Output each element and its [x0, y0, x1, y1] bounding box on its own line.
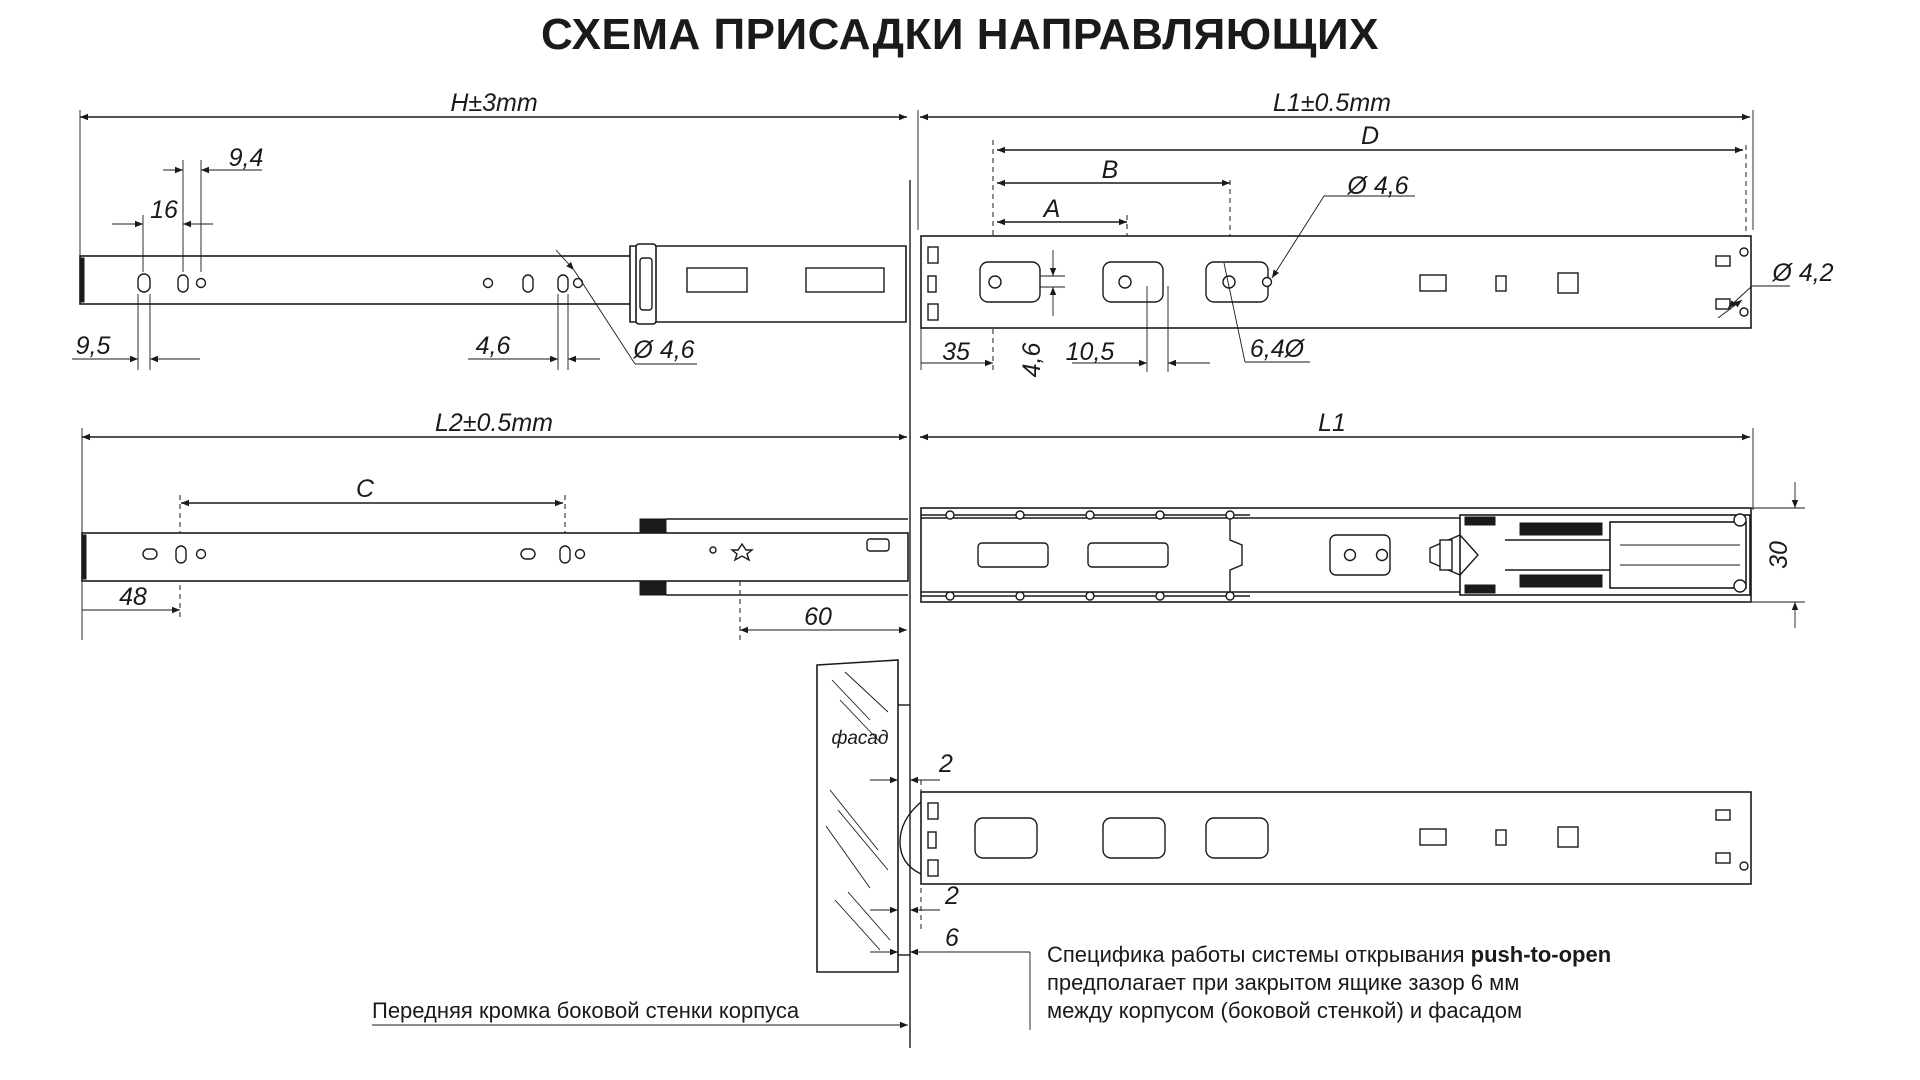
dim-a: A: [1042, 195, 1061, 223]
dim-c: C: [356, 475, 375, 503]
dim-b: B: [1102, 156, 1119, 184]
dim-9-5: 9,5: [76, 332, 111, 360]
dim-phi-4-6-left: Ø 4,6: [632, 336, 694, 364]
top-left-rail: [72, 110, 919, 370]
diagram-title: СХЕМА ПРИСАДКИ НАПРАВЛЯЮЩИХ: [541, 10, 1379, 59]
dim-phi-4-2: Ø 4,2: [1771, 259, 1833, 287]
dim-gap-top: 2: [938, 750, 953, 778]
front-edge-label: Передняя кромка боковой стенки корпуса: [372, 998, 800, 1023]
bottom-assembly: [372, 659, 1752, 1030]
dim-60: 60: [804, 603, 832, 631]
dim-l2-tolerance: L2±0.5mm: [435, 409, 553, 437]
facade-hatch: [825, 671, 891, 951]
dim-10-5: 10,5: [1066, 338, 1115, 366]
dim-gap-6: 6: [945, 924, 959, 952]
note-line-1-text: Специфика работы системы открывания: [1047, 942, 1471, 967]
dim-l1-tolerance: L1±0.5mm: [1273, 89, 1391, 117]
middle-right-rail: [920, 428, 1805, 628]
dim-d: D: [1361, 122, 1379, 150]
note-push-to-open-bold: push-to-open: [1471, 942, 1612, 967]
push-to-open-note-line-2: предполагает при закрытом ящике зазор 6 …: [1047, 970, 1519, 995]
dim-h-total: H±3mm: [450, 89, 537, 117]
dim-6-4-phi: 6,4Ø: [1250, 335, 1306, 363]
dim-30: 30: [1765, 541, 1793, 569]
push-to-open-mechanism: [1429, 513, 1751, 596]
push-to-open-note-line-1: Специфика работы системы открывания push…: [1047, 942, 1611, 967]
top-right-rail: [920, 110, 1790, 372]
facade-label: фасад: [831, 728, 888, 749]
dim-4-6-vertical: 4,6: [1018, 343, 1046, 378]
dim-35: 35: [942, 338, 970, 366]
push-to-open-note-line-3: между корпусом (боковой стенкой) и фасад…: [1047, 998, 1522, 1023]
dim-gap-bottom: 2: [944, 882, 959, 910]
dim-16: 16: [150, 196, 178, 224]
dim-l1: L1: [1318, 409, 1346, 437]
middle-left-rail: [81, 428, 909, 640]
dim-9-4: 9,4: [229, 144, 264, 172]
dim-48: 48: [119, 583, 147, 611]
dim-phi-4-6-right: Ø 4,6: [1346, 172, 1408, 200]
dim-4-6-horizontal: 4,6: [476, 332, 511, 360]
